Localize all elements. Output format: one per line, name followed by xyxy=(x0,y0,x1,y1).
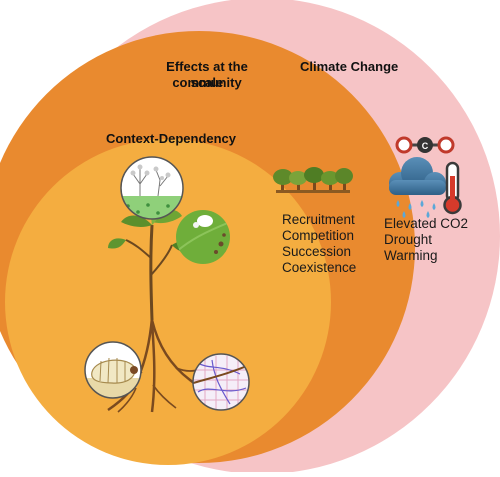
context-dependency-label: Context-Dependency xyxy=(106,131,237,146)
mycorrhiza-inset-icon xyxy=(192,353,250,411)
climate-change-label: Climate Change xyxy=(300,59,399,74)
larva-inset-icon xyxy=(84,341,142,399)
list-item: Recruitment xyxy=(282,212,355,227)
community-effects-list: Recruitment Competition Succession Coexi… xyxy=(282,212,356,276)
list-item: Elevated CO2 xyxy=(384,216,469,231)
svg-text:C: C xyxy=(422,141,429,151)
list-item: Competition xyxy=(282,228,355,243)
fungi-inset-icon xyxy=(120,156,184,220)
community-scale-label-line1: Effects at the community xyxy=(166,59,248,90)
rain-cloud-icon xyxy=(389,157,446,218)
thermometer-icon xyxy=(443,161,462,215)
list-item: Drought xyxy=(384,232,433,247)
pathogen-leaf-inset-icon xyxy=(176,210,230,264)
co2-molecule-icon: C xyxy=(395,136,455,154)
list-item: Succession xyxy=(282,244,352,259)
community-scale-label-line2: scale xyxy=(190,75,224,90)
forest-icon xyxy=(273,167,353,193)
climate-drivers-list: Elevated CO2 Drought Warming xyxy=(384,216,468,264)
list-item: Coexistence xyxy=(282,260,357,275)
list-item: Warming xyxy=(384,248,438,263)
